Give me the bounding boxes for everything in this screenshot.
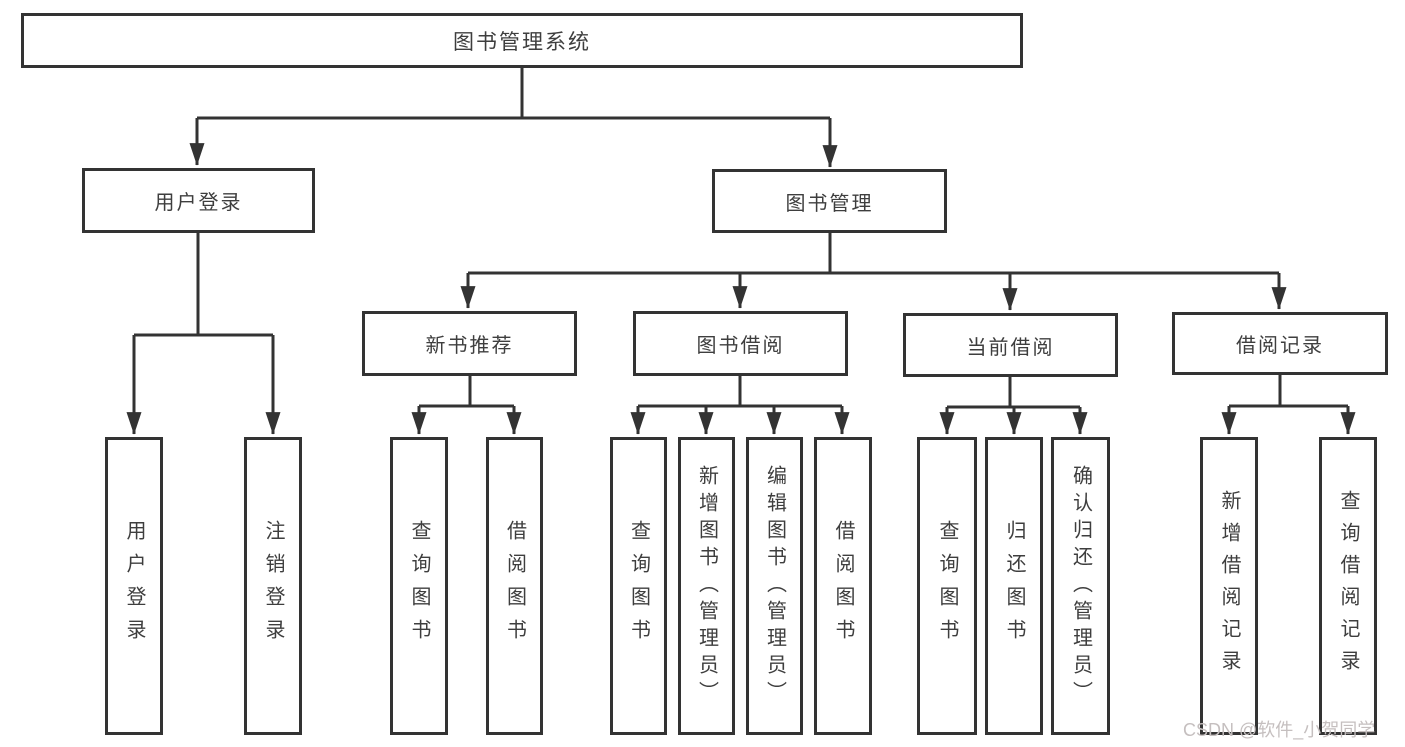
leaf-rec-borrow-book-label: 借阅图书 [503, 520, 526, 652]
leaf-rcd-query-record-label: 查询借阅记录 [1337, 490, 1359, 682]
leaf-bor-query-book-label: 查询图书 [627, 520, 650, 652]
leaf-rec-query-book-label: 查询图书 [408, 520, 430, 652]
leaf-cur-return-book: 归还图书 [985, 437, 1043, 735]
node-borrow-records: 借阅记录 [1172, 312, 1388, 375]
leaf-rcd-add-record: 新增借阅记录 [1200, 437, 1258, 735]
node-user-login: 用户登录 [82, 168, 315, 233]
leaf-bor-query-book: 查询图书 [610, 437, 667, 735]
node-root: 图书管理系统 [21, 13, 1023, 68]
connector-book-borrow-trunk [638, 376, 842, 408]
node-book-mgmt: 图书管理 [712, 169, 947, 233]
leaf-bor-borrow-book-label: 借阅图书 [832, 520, 854, 652]
node-current-borrow-label: 当前借阅 [966, 336, 1055, 359]
connector-new-book-rec-trunk [419, 376, 514, 408]
node-book-borrow-label: 图书借阅 [696, 335, 785, 357]
leaf-user-login: 用户登录 [105, 437, 163, 735]
csdn-watermark: CSDN @软件_小贺同学 [1183, 720, 1376, 740]
leaf-rcd-query-record: 查询借阅记录 [1319, 437, 1377, 735]
leaf-bor-edit-book-label: 编辑图书（管理员） [763, 464, 786, 708]
node-user-login-label: 用户登录 [154, 192, 243, 214]
leaf-cur-confirm-return: 确认归还（管理员） [1051, 437, 1110, 735]
node-book-borrow: 图书借阅 [633, 311, 848, 376]
leaf-logout-label: 注销登录 [262, 520, 284, 652]
leaf-cur-query-book: 查询图书 [917, 437, 977, 735]
connector-user-login-trunk [134, 233, 273, 337]
connector-borrow-records-trunk [1229, 375, 1348, 408]
leaf-rcd-add-record-label: 新增借阅记录 [1218, 490, 1240, 682]
connector-root-trunk [197, 68, 830, 120]
leaf-bor-add-book-label: 新增图书（管理员） [695, 464, 718, 708]
node-new-book-rec-label: 新书推荐 [425, 335, 514, 357]
leaf-user-login-label: 用户登录 [123, 520, 145, 652]
leaf-logout: 注销登录 [244, 437, 302, 735]
node-root-label: 图书管理系统 [453, 30, 591, 54]
leaf-cur-return-book-label: 归还图书 [1003, 520, 1025, 652]
node-borrow-records-label: 借阅记录 [1236, 335, 1324, 357]
leaf-bor-borrow-book: 借阅图书 [814, 437, 872, 735]
node-new-book-rec: 新书推荐 [362, 311, 577, 376]
node-book-mgmt-label: 图书管理 [785, 192, 874, 215]
leaf-bor-add-book: 新增图书（管理员） [678, 437, 735, 735]
leaf-bor-edit-book: 编辑图书（管理员） [746, 437, 803, 735]
node-current-borrow: 当前借阅 [903, 313, 1118, 377]
leaf-rec-query-book: 查询图书 [390, 437, 448, 735]
leaf-rec-borrow-book: 借阅图书 [486, 437, 543, 735]
leaf-cur-query-book-label: 查询图书 [936, 520, 958, 652]
connector-current-borrow-trunk [947, 377, 1080, 409]
connector-book-mgmt-trunk [468, 233, 1279, 275]
leaf-cur-confirm-return-label: 确认归还（管理员） [1069, 464, 1092, 708]
